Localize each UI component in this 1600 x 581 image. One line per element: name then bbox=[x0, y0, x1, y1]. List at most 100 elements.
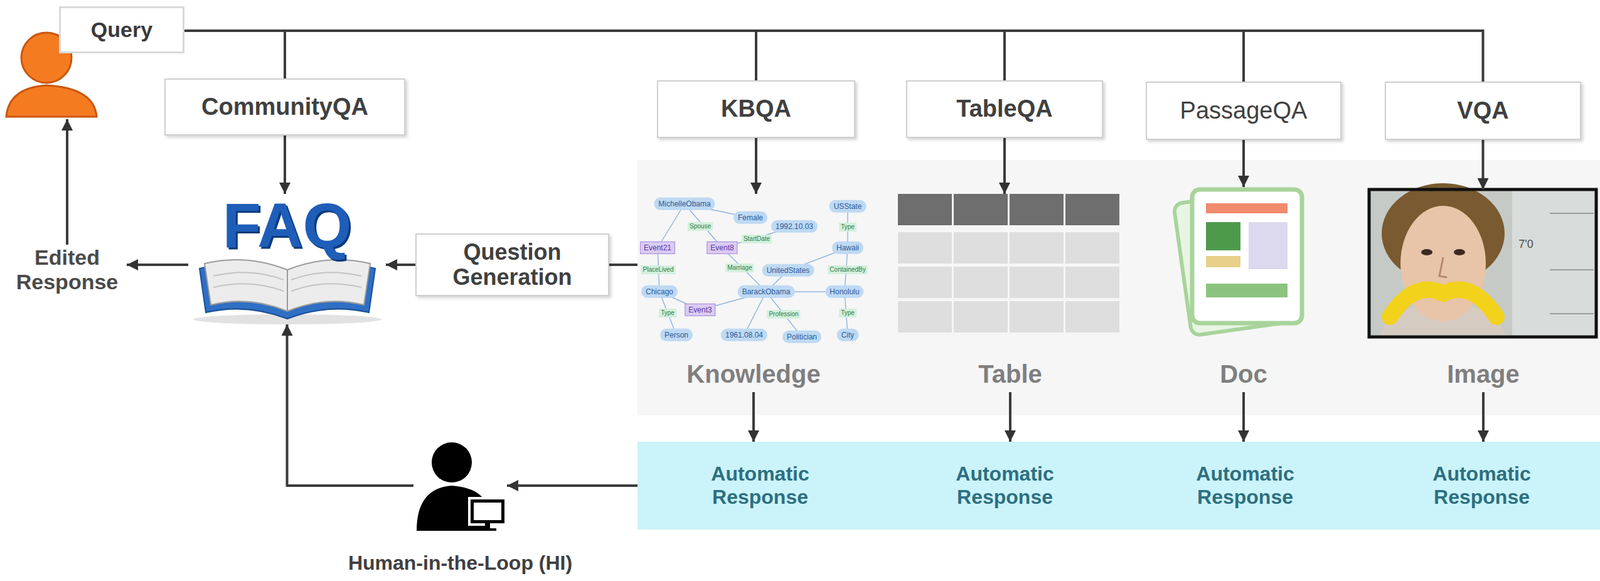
connector bbox=[506, 484, 638, 487]
book-spine bbox=[286, 269, 288, 312]
connector bbox=[1003, 138, 1006, 194]
node-label: Table bbox=[978, 359, 1043, 389]
qa-box: PassageQA bbox=[1145, 81, 1342, 140]
entity-label: MichelleObama bbox=[653, 197, 715, 211]
qa-box: VQA bbox=[1384, 81, 1582, 140]
entity-label: 1992.10.03 bbox=[771, 220, 818, 233]
height-mark bbox=[1549, 212, 1594, 214]
monitor-stand bbox=[485, 523, 491, 529]
connector bbox=[184, 30, 285, 79]
height-mark bbox=[1549, 313, 1594, 315]
photo bbox=[1369, 183, 1597, 337]
doc-source: Doc bbox=[1176, 186, 1311, 393]
relation-label: Type bbox=[838, 222, 857, 232]
relation-label: Type bbox=[838, 308, 857, 318]
photo-eye bbox=[1421, 249, 1433, 256]
node-label: Automatic Response bbox=[1409, 462, 1555, 509]
entity-label: Chicago bbox=[641, 285, 678, 299]
graph-links bbox=[657, 203, 848, 337]
photo-wall bbox=[1512, 189, 1597, 337]
book-pages bbox=[204, 259, 371, 312]
table-header bbox=[953, 193, 1008, 226]
response-cell: Automatic Response bbox=[1363, 441, 1600, 530]
qa-box: TableQA bbox=[906, 80, 1104, 139]
node-label: Automatic Response bbox=[933, 462, 1078, 509]
knowledge-source: KnowledgeMichelleObamaFemaleSpouse1992.1… bbox=[637, 193, 870, 393]
photo-eye bbox=[1453, 249, 1466, 256]
node-label: Automatic Response bbox=[688, 462, 833, 509]
response-cell: Automatic Response bbox=[637, 441, 883, 530]
table-source: Table bbox=[897, 193, 1123, 393]
query-node: Query bbox=[5, 6, 185, 120]
connector bbox=[1482, 392, 1485, 442]
connector bbox=[609, 263, 638, 267]
node-label: CommunityQA bbox=[201, 93, 369, 122]
connector bbox=[287, 324, 415, 486]
relation-label: ContainedBy bbox=[827, 265, 868, 275]
process-box: Question Generation bbox=[415, 233, 610, 297]
entity-label: Honolulu bbox=[825, 285, 864, 299]
human-node: Human-in-the-Loop (HI) bbox=[413, 438, 507, 531]
entity-label: 1961.08.04 bbox=[720, 328, 768, 342]
source-panel bbox=[637, 160, 1600, 416]
table-cell bbox=[1009, 266, 1064, 299]
table-cell bbox=[897, 232, 952, 264]
relation-label: Profession bbox=[766, 309, 800, 319]
table-cell bbox=[897, 301, 952, 333]
connector bbox=[126, 263, 189, 267]
connector bbox=[385, 263, 416, 267]
relation-label: Marriage bbox=[725, 263, 754, 273]
doc-block bbox=[1248, 222, 1288, 270]
node-label: Doc bbox=[1219, 359, 1268, 389]
photo-nose bbox=[1439, 257, 1447, 278]
monitor-base bbox=[478, 528, 497, 531]
table-cell bbox=[1065, 266, 1120, 299]
qa-box: KBQA bbox=[656, 80, 856, 139]
photo-frame bbox=[1369, 189, 1597, 337]
user-body bbox=[6, 85, 97, 117]
table-cell bbox=[1065, 301, 1120, 333]
doc-front-page bbox=[1192, 189, 1302, 324]
node-label: Image bbox=[1446, 359, 1520, 389]
connector bbox=[184, 30, 1005, 81]
monitor-edge bbox=[468, 496, 507, 526]
faq-book: FAQ bbox=[188, 193, 386, 325]
event-label: Event3 bbox=[684, 303, 716, 317]
banana bbox=[1443, 289, 1497, 317]
response-cell: Automatic Response bbox=[1126, 441, 1364, 530]
table-cell bbox=[953, 301, 1008, 333]
event-label: Event21 bbox=[640, 241, 676, 255]
connector bbox=[65, 119, 69, 245]
connector bbox=[184, 30, 1244, 82]
connector bbox=[1242, 139, 1245, 187]
node-label: Edited Response bbox=[7, 245, 127, 295]
connector bbox=[184, 30, 757, 81]
response-label: Edited Response bbox=[7, 244, 127, 295]
node-label: Human-in-the-Loop (HI) bbox=[348, 551, 573, 575]
connector bbox=[752, 392, 755, 442]
monitor bbox=[470, 499, 505, 524]
entity-label: Politician bbox=[782, 330, 822, 344]
doc-icon bbox=[1173, 188, 1302, 336]
connector bbox=[1482, 139, 1485, 190]
doc-block bbox=[1205, 256, 1241, 268]
entity-label: UnitedStates bbox=[762, 264, 815, 277]
height-mark bbox=[1549, 269, 1594, 271]
human-head bbox=[431, 442, 472, 483]
table-cell bbox=[897, 266, 952, 299]
node-label: FAQ bbox=[188, 193, 386, 257]
node-label: VQA bbox=[1456, 97, 1509, 125]
table-header bbox=[1009, 193, 1064, 226]
table-cell bbox=[953, 266, 1008, 299]
node-label: KBQA bbox=[720, 95, 792, 123]
node-label: Knowledge bbox=[686, 359, 821, 389]
table-cell bbox=[1009, 301, 1064, 333]
connector bbox=[283, 135, 287, 194]
entity-label: USState bbox=[829, 200, 867, 213]
connector bbox=[184, 30, 1484, 82]
connector bbox=[1242, 392, 1245, 442]
relation-label: StartDate bbox=[741, 234, 772, 244]
connector bbox=[1008, 392, 1012, 442]
table-header bbox=[897, 193, 952, 226]
doc-title-bar bbox=[1205, 203, 1288, 214]
